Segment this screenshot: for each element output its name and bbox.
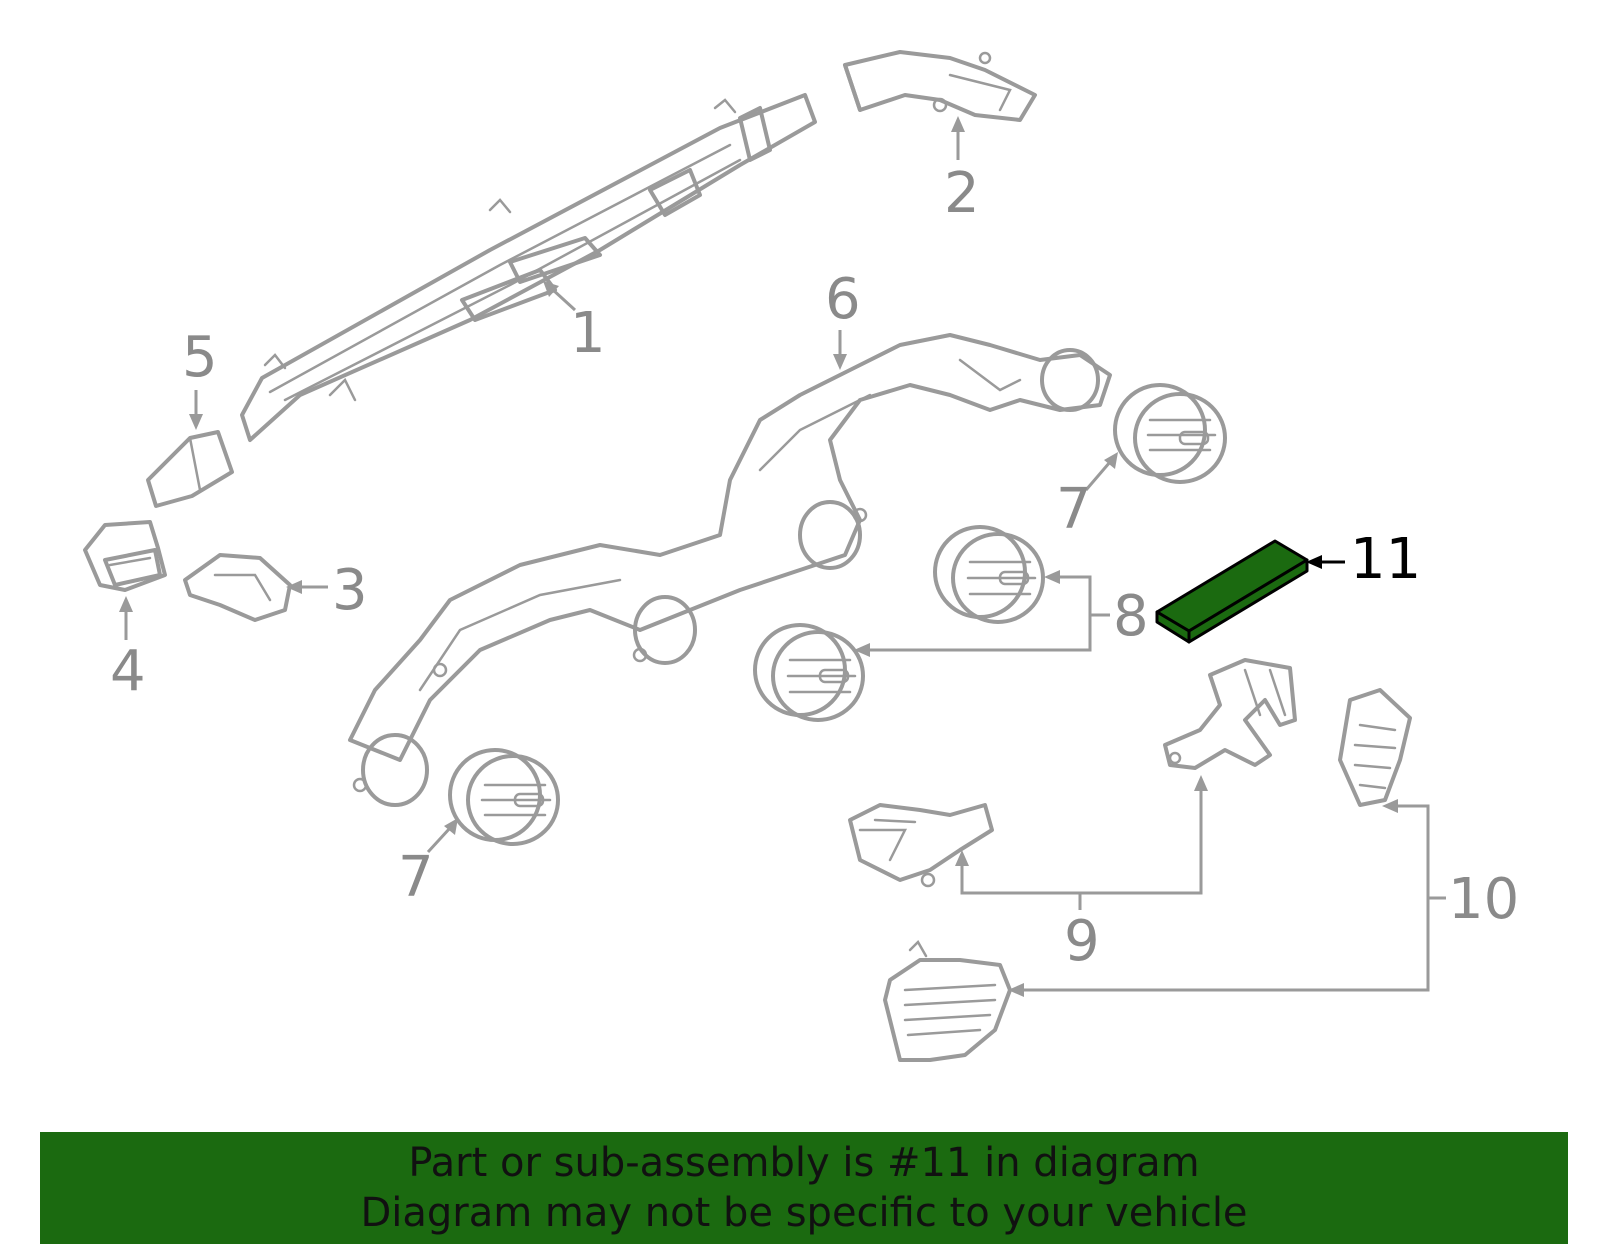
part-3-center-vent[interactable]: [183, 553, 292, 622]
banner-line-2: Diagram may not be specific to your vehi…: [360, 1190, 1248, 1236]
callout-3: 3: [332, 558, 368, 623]
part-4-outlet-nozzle[interactable]: [83, 520, 167, 592]
part-6-main-duct[interactable]: [348, 333, 1112, 807]
callout-labels: 1 2 3 4 5 6 7 7 8 9 10 11: [110, 161, 1519, 974]
callout-6: 6: [825, 267, 861, 332]
leader-lines: [119, 116, 1446, 997]
callout-1: 1: [570, 301, 606, 366]
callout-11: 11: [1350, 527, 1421, 592]
part-1-defroster-duct[interactable]: [240, 93, 817, 442]
callout-7-lower: 7: [398, 845, 434, 910]
part-10-rear-grilles[interactable]: [883, 688, 1412, 1062]
parts-diagram: 1 2 3 4 5 6 7 7 8 9 10 11: [83, 50, 1519, 1062]
part-7-round-vent-upper[interactable]: [1113, 383, 1227, 484]
callout-10: 10: [1448, 867, 1519, 932]
part-9-rear-ducts[interactable]: [848, 658, 1297, 888]
part-7-round-vent-lower[interactable]: [448, 748, 560, 846]
part-5-duct-connector[interactable]: [146, 430, 234, 508]
callout-2: 2: [944, 161, 980, 226]
callout-7-upper: 7: [1056, 477, 1092, 542]
part-2-side-duct[interactable]: [843, 50, 1037, 122]
callout-5: 5: [182, 325, 218, 390]
callout-8: 8: [1113, 584, 1149, 649]
callout-4: 4: [110, 639, 146, 704]
info-banner: Part or sub-assembly is #11 in diagram D…: [40, 1132, 1568, 1244]
banner-line-1: Part or sub-assembly is #11 in diagram: [408, 1140, 1200, 1186]
part-8-vent-pair[interactable]: [753, 525, 1045, 722]
callout-9: 9: [1064, 909, 1100, 974]
part-11-cabin-filter[interactable]: [1155, 539, 1309, 644]
